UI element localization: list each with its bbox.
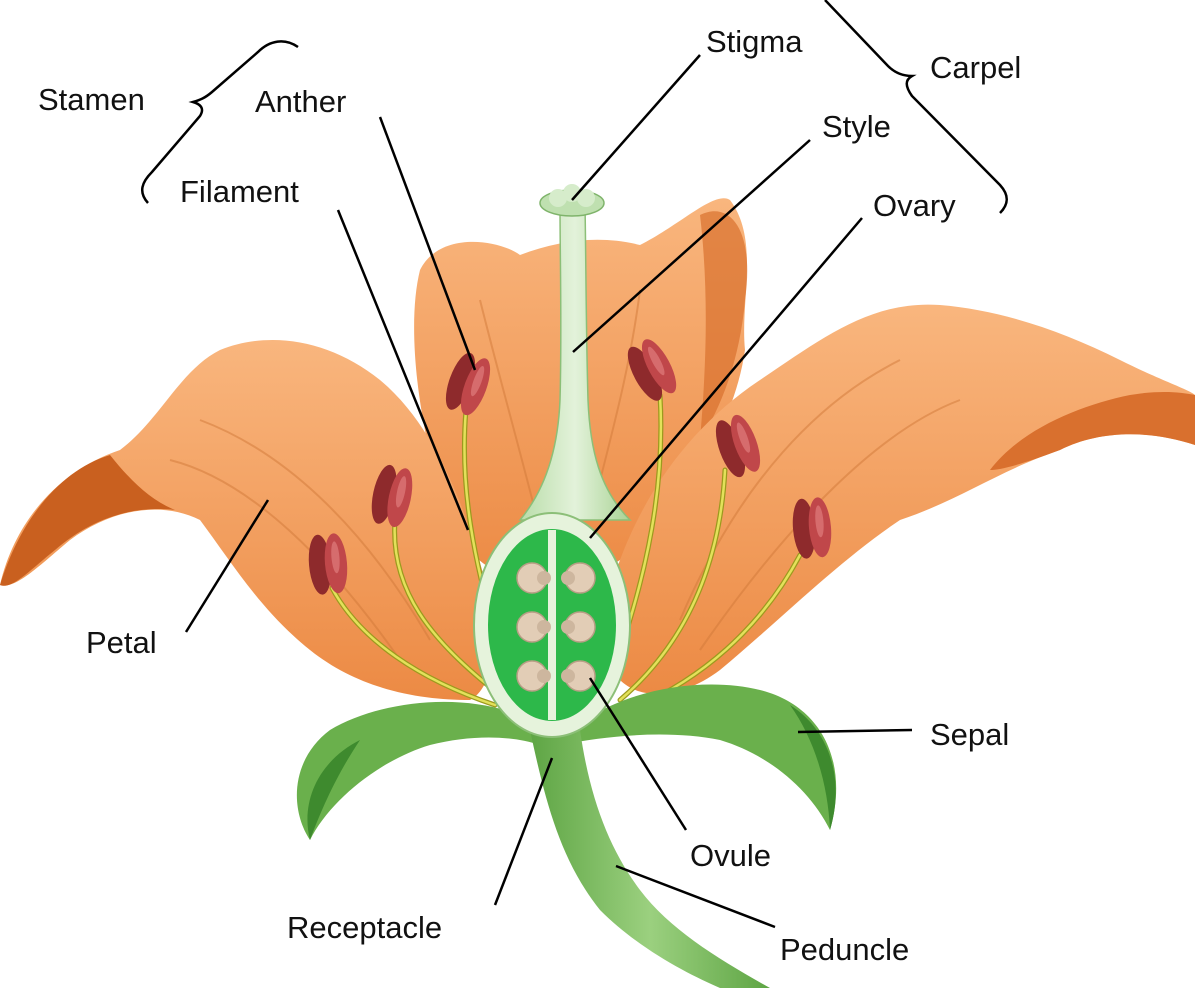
stamen-bracket bbox=[140, 40, 299, 204]
petal-right-fold bbox=[990, 391, 1195, 470]
peduncle-leader bbox=[615, 864, 776, 929]
petal-left-fold bbox=[0, 455, 175, 586]
sepal-right-shade bbox=[790, 705, 836, 830]
label-stigma: Stigma bbox=[706, 24, 803, 59]
ovary-leader bbox=[589, 217, 863, 539]
label-petal: Petal bbox=[86, 625, 157, 660]
sepal-left bbox=[296, 701, 540, 840]
label-style: Style bbox=[822, 109, 891, 144]
style-leader bbox=[572, 139, 811, 353]
label-ovary: Ovary bbox=[873, 188, 956, 223]
petal-back-shade bbox=[700, 211, 748, 440]
ovary-septum bbox=[548, 530, 556, 720]
receptacle-leader bbox=[493, 757, 554, 906]
anthers bbox=[308, 339, 832, 595]
stigma-shape bbox=[539, 184, 605, 217]
sepal-leader bbox=[797, 728, 913, 734]
filament-leader bbox=[336, 209, 470, 531]
label-ovule: Ovule bbox=[690, 838, 771, 873]
label-filament: Filament bbox=[180, 174, 299, 209]
label-peduncle: Peduncle bbox=[780, 932, 910, 967]
ovule-leader bbox=[588, 677, 688, 831]
petal-left bbox=[0, 340, 494, 700]
sepal-right bbox=[560, 684, 837, 830]
label-anther: Anther bbox=[255, 84, 347, 119]
anther-leader bbox=[378, 116, 477, 371]
stem bbox=[530, 730, 770, 988]
label-carpel: Carpel bbox=[930, 50, 1022, 85]
sepal-left-shade bbox=[307, 740, 360, 840]
carpel-bracket bbox=[824, 0, 1008, 214]
ovules bbox=[516, 562, 596, 692]
label-stamen: Stamen bbox=[38, 82, 145, 117]
label-sepal: Sepal bbox=[930, 717, 1010, 752]
petal-right bbox=[606, 304, 1195, 694]
leader-lines bbox=[184, 54, 913, 929]
stigma-leader bbox=[571, 54, 701, 201]
petal-leader bbox=[184, 499, 270, 633]
label-receptacle: Receptacle bbox=[287, 910, 443, 945]
style-body bbox=[518, 204, 632, 521]
